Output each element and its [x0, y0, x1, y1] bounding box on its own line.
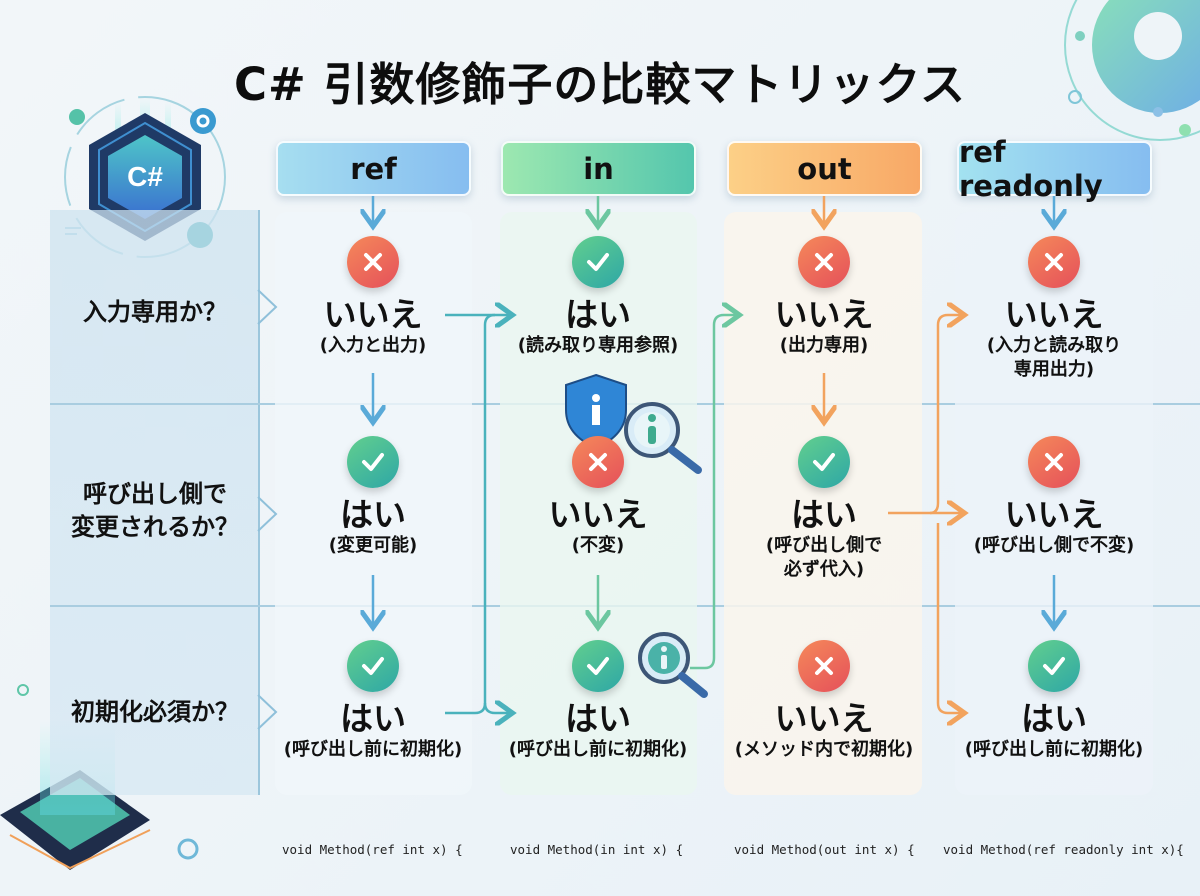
cell-answer: はい — [1021, 699, 1087, 738]
column-panel-out — [724, 212, 922, 795]
check-icon — [572, 236, 624, 288]
header-ref-readonly: ref readonly — [957, 135, 1152, 203]
cross-icon — [798, 236, 850, 288]
cell-note: (呼び出し側で不変) — [973, 535, 1135, 556]
cell-answer: はい — [340, 495, 406, 534]
cross-icon — [1028, 236, 1080, 288]
cell-ref-readonly-row2: いいえ(呼び出し側で不変) — [944, 436, 1164, 558]
cell-ref-row3: はい(呼び出し前に初期化) — [263, 640, 483, 762]
page-title: C# 引数修飾子の比較マトリックス — [233, 58, 967, 111]
cell-note: (呼び出し前に初期化) — [964, 739, 1144, 760]
cell-answer: いいえ — [774, 699, 874, 738]
cell-in-row1: はい(読み取り専用参照) — [488, 236, 708, 358]
header-out: out — [727, 141, 922, 196]
cross-icon — [572, 436, 624, 488]
check-icon — [347, 640, 399, 692]
cell-note: (変更可能) — [328, 535, 418, 556]
column-panel-ref-readonly — [955, 212, 1153, 795]
cell-note: (呼び出し前に初期化) — [283, 739, 463, 760]
cell-answer: はい — [791, 495, 857, 534]
svg-text:C#: C# — [127, 161, 163, 192]
cell-answer: いいえ — [1004, 495, 1104, 534]
code-snippet-ref-readonly: void Method(ref readonly int x){ /* x = … — [943, 804, 1184, 896]
cell-ref-row2: はい(変更可能) — [263, 436, 483, 558]
cross-icon — [798, 640, 850, 692]
cell-out-row2: はい(呼び出し側で 必ず代入) — [714, 436, 934, 582]
check-icon — [347, 436, 399, 488]
cell-answer: はい — [340, 699, 406, 738]
check-icon — [572, 640, 624, 692]
cell-note: (入力と読み取り 専用出力) — [986, 335, 1122, 380]
cell-in-row3: はい(呼び出し前に初期化) — [488, 640, 708, 762]
column-panel-in — [500, 212, 697, 795]
cell-ref-readonly-row3: はい(呼び出し前に初期化) — [944, 640, 1164, 762]
cell-answer: いいえ — [1004, 295, 1104, 334]
cell-answer: いいえ — [548, 495, 648, 534]
cell-note: (呼び出し前に初期化) — [508, 739, 688, 760]
code-snippet-ref: void Method(ref int x) { x++; } — [282, 804, 463, 896]
cell-note: (不変) — [571, 535, 625, 556]
code-snippet-in: void Method(in int x) { /* x = 10; Error… — [510, 804, 683, 896]
cell-note: (入力と出力) — [319, 335, 427, 356]
cell-out-row3: いいえ(メソッド内で初期化) — [714, 640, 934, 762]
cell-note: (読み取り専用参照) — [517, 335, 679, 356]
cell-out-row1: いいえ(出力専用) — [714, 236, 934, 358]
cross-icon — [1028, 436, 1080, 488]
cell-note: (呼び出し側で 必ず代入) — [765, 535, 883, 580]
cell-note: (出力専用) — [779, 335, 869, 356]
column-panel-ref — [275, 212, 472, 795]
cell-note: (メソッド内で初期化) — [734, 739, 914, 760]
code-line: void Method(out int x) { — [734, 842, 915, 857]
check-icon — [798, 436, 850, 488]
cell-answer: はい — [565, 699, 631, 738]
code-snippet-out: void Method(out int x) { x = 5; } — [734, 804, 915, 896]
cell-ref-readonly-row1: いいえ(入力と読み取り 専用出力) — [944, 236, 1164, 382]
cell-answer: いいえ — [323, 295, 423, 334]
cross-icon — [347, 236, 399, 288]
code-line: void Method(in int x) { — [510, 842, 684, 857]
check-icon — [1028, 640, 1080, 692]
cell-answer: はい — [565, 295, 631, 334]
code-line: void Method(ref readonly int x){ — [943, 842, 1184, 857]
cell-in-row2: いいえ(不変) — [488, 436, 708, 558]
question-modified-by-caller: 呼び出し側で 変更されるか？ — [71, 480, 239, 541]
cell-ref-row1: いいえ(入力と出力) — [263, 236, 483, 358]
code-line: void Method(ref int x) { — [282, 842, 463, 857]
header-ref: ref — [276, 141, 471, 196]
question-init-required: 初期化必須か？ — [71, 698, 239, 726]
cell-answer: いいえ — [774, 295, 874, 334]
header-in: in — [501, 141, 696, 196]
question-input-only: 入力専用か？ — [83, 298, 227, 326]
